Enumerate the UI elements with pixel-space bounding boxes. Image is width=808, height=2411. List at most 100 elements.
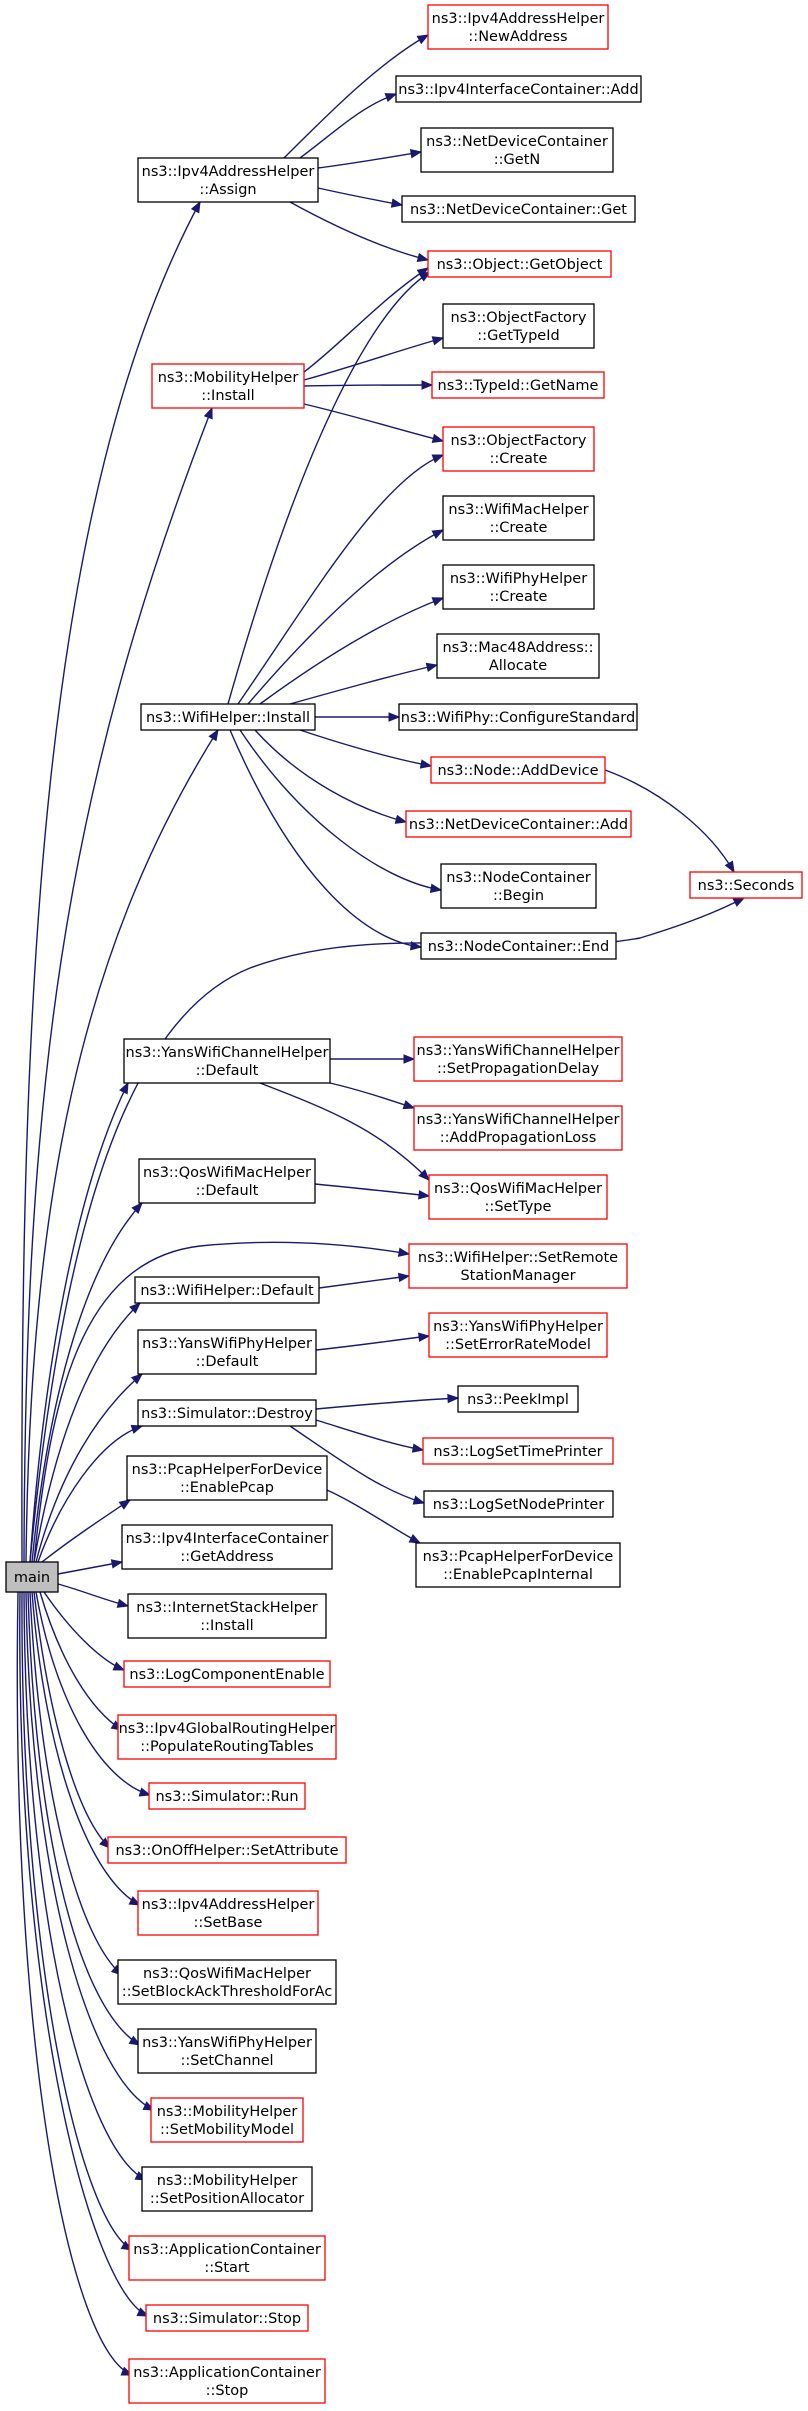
node-node-adddevice[interactable]: ns3::Node::AddDevice (430, 756, 606, 784)
node-applicationcontainer-stop[interactable]: ns3::ApplicationContainer::Stop (128, 2358, 326, 2404)
edge-arrowhead (419, 759, 433, 769)
node-wifimachelper-create[interactable]: ns3::WifiMacHelper::Create (442, 495, 595, 541)
edge-line (254, 729, 407, 823)
edge-line (21, 1591, 133, 2251)
edge-arrowhead (408, 1533, 422, 1544)
node-netdevcontainer-get[interactable]: ns3::NetDeviceContainer::Get (401, 195, 636, 223)
node-applicationcontainer-start[interactable]: ns3::ApplicationContainer::Start (128, 2235, 326, 2281)
edge-qoswifimachelper-default-to-qoswifimachelper-settype (314, 1183, 431, 1200)
node-mobilityhelper-setmobilitymodel[interactable]: ns3::MobilityHelper::SetMobilityModel (150, 2097, 304, 2143)
node-nodecontainer-end[interactable]: ns3::NodeContainer::End (420, 932, 617, 960)
node-yanswifiphyhelper-default[interactable]: ns3::YansWifiPhyHelper::Default (137, 1329, 317, 1375)
node-box (151, 363, 305, 409)
node-box (689, 871, 803, 899)
node-box (457, 1385, 579, 1413)
edge-line (57, 1583, 129, 1607)
node-label-line: ns3::Node::AddDevice (437, 763, 598, 779)
node-label-line: ::SetPropagationDelay (437, 1061, 600, 1077)
node-ipv4addrhelper-newaddress[interactable]: ns3::Ipv4AddressHelper::NewAddress (427, 4, 609, 50)
node-onoffhelper-setattribute[interactable]: ns3::OnOffHelper::SetAttribute (107, 1836, 347, 1864)
node-label-line: ::Default (196, 1354, 259, 1370)
edge-arrowhead (131, 1202, 143, 1214)
node-yanswifichannelhelper-setpropagationdelay[interactable]: ns3::YansWifiChannelHelper::SetPropagati… (413, 1036, 623, 1082)
edge-line (303, 384, 433, 387)
node-qoswifimachelper-settype[interactable]: ns3::QosWifiMacHelper::SetType (428, 1174, 608, 1220)
edge-line (303, 337, 444, 381)
node-logsetnodeprinter[interactable]: ns3::LogSetNodePrinter (423, 1490, 614, 1518)
node-box (137, 1329, 317, 1375)
node-ipv4globalroutinghelper-populateroutingtables[interactable]: ns3::Ipv4GlobalRoutingHelper::PopulateRo… (117, 1714, 337, 1760)
node-box (405, 810, 632, 838)
node-logsettimeprinter[interactable]: ns3::LogSetTimePrinter (422, 1437, 614, 1465)
edge-arrowhead (411, 1443, 425, 1453)
edge-line (299, 93, 397, 159)
node-simulator-run[interactable]: ns3::Simulator::Run (148, 1782, 306, 1810)
node-box (442, 426, 595, 472)
node-simulator-destroy[interactable]: ns3::Simulator::Destroy (137, 1399, 317, 1427)
edge-arrowhead (418, 1332, 431, 1342)
node-ipv4addrhelper-assign[interactable]: ns3::Ipv4AddressHelper::Assign (137, 157, 319, 203)
node-peekimpl[interactable]: ns3::PeekImpl (457, 1385, 579, 1413)
node-nodecontainer-begin[interactable]: ns3::NodeContainer::Begin (440, 863, 597, 909)
node-box (401, 195, 636, 223)
node-ipv4ifcontainer-getaddress[interactable]: ns3::Ipv4InterfaceContainer::GetAddress (121, 1524, 333, 1570)
node-objectfactory-create[interactable]: ns3::ObjectFactory::Create (442, 426, 595, 472)
node-mac48address-allocate[interactable]: ns3::Mac48Address::Allocate (436, 633, 600, 679)
node-object-getobject[interactable]: ns3::Object::GetObject (427, 250, 612, 278)
node-label-line: ::GetAddress (180, 1549, 273, 1565)
edge-line (314, 1183, 430, 1197)
edge-wifihelper-install-to-nodecontainer-begin (239, 729, 443, 893)
edge-line (25, 1591, 155, 2111)
node-qoswifimachelper-setblockackthresholdforac[interactable]: ns3::QosWifiMacHelper::SetBlockAckThresh… (117, 1959, 337, 2005)
node-netdevcontainer-add[interactable]: ns3::NetDeviceContainer::Add (405, 810, 632, 838)
node-simulator-stop[interactable]: ns3::Simulator::Stop (145, 2304, 309, 2332)
node-label-line: ns3::LogComponentEnable (129, 1667, 324, 1683)
edge-main-to-ipv4addrhelper-assign (21, 200, 201, 1563)
node-pcaphelperfordevice-enablepcap[interactable]: ns3::PcapHelperForDevice::EnablePcap (126, 1455, 328, 1501)
node-yanswifiphyhelper-seterrorratemodel[interactable]: ns3::YansWifiPhyHelper::SetErrorRateMode… (428, 1312, 608, 1358)
node-ipv4ifcontainer-add[interactable]: ns3::Ipv4InterfaceContainer::Add (395, 75, 642, 103)
node-wifiphyhelper-create[interactable]: ns3::WifiPhyHelper::Create (442, 564, 595, 610)
node-label-line: ::SetType (485, 1199, 552, 1215)
edge-line (604, 769, 735, 873)
node-label-line: ns3::Seconds (698, 878, 795, 894)
node-label-line: ns3::NetDeviceContainer (426, 134, 608, 150)
node-ipv4addrhelper-setbase[interactable]: ns3::Ipv4AddressHelper::SetBase (137, 1890, 319, 1936)
node-netdevcontainer-getn[interactable]: ns3::NetDeviceContainer::GetN (420, 127, 614, 173)
node-label-line: ::SetMobilityModel (160, 2122, 294, 2138)
node-internetstackhelper-install[interactable]: ns3::InternetStackHelper::Install (127, 1593, 327, 1639)
node-wifiphy-configurestandard[interactable]: ns3::WifiPhy::ConfigureStandard (398, 703, 638, 731)
edge-wifihelper-install-to-object-getobject (227, 271, 432, 705)
node-pcaphelperfordevice-enablepcapinternal[interactable]: ns3::PcapHelperForDevice::EnablePcapInte… (415, 1542, 621, 1588)
edge-arrowhead (118, 1499, 132, 1510)
edge-line (318, 1275, 410, 1289)
edge-main-to-yanswifiphyhelper-default (35, 1373, 144, 1563)
node-seconds[interactable]: ns3::Seconds (689, 871, 803, 899)
edge-line (317, 187, 403, 206)
edge-line (247, 529, 444, 705)
node-yanswifichannelhelper-addpropagationloss[interactable]: ns3::YansWifiChannelHelper::AddPropagati… (413, 1105, 623, 1151)
node-box (134, 1276, 320, 1304)
node-mobilityhelper-install[interactable]: ns3::MobilityHelper::Install (151, 363, 305, 409)
edge-arrowhead (394, 814, 408, 824)
node-box (128, 2358, 326, 2404)
node-yanswifiphyhelper-setchannel[interactable]: ns3::YansWifiPhyHelper::SetChannel (137, 2028, 317, 2074)
node-box (138, 1158, 316, 1204)
node-box (127, 1593, 327, 1639)
node-yanswifichannelhelper-default[interactable]: ns3::YansWifiChannelHelper::Default (123, 1038, 331, 1084)
edge-arrowhead (116, 1598, 130, 1608)
edge-line (299, 729, 432, 767)
edge-arrowhead (732, 897, 746, 907)
node-wifihelper-default[interactable]: ns3::WifiHelper::Default (134, 1276, 320, 1304)
node-main[interactable]: main (5, 1561, 59, 1593)
node-logcomponentenable[interactable]: ns3::LogComponentEnable (123, 1660, 331, 1688)
node-label-line: ::Stop (206, 2383, 249, 2399)
edge-yanswifichannelhelper-default-to-yanswifichannelhelper-addpropagationloss (329, 1082, 416, 1110)
node-typeid-getname[interactable]: ns3::TypeId::GetName (431, 371, 605, 399)
node-qoswifimachelper-default[interactable]: ns3::QosWifiMacHelper::Default (138, 1158, 316, 1204)
node-objectfactory-gettypeid[interactable]: ns3::ObjectFactory::GetTypeId (442, 303, 595, 349)
edge-line (37, 1425, 143, 1563)
node-wifihelper-install[interactable]: ns3::WifiHelper::Install (140, 703, 316, 731)
node-mobilityhelper-setpositionallocator[interactable]: ns3::MobilityHelper::SetPositionAllocato… (141, 2166, 313, 2212)
